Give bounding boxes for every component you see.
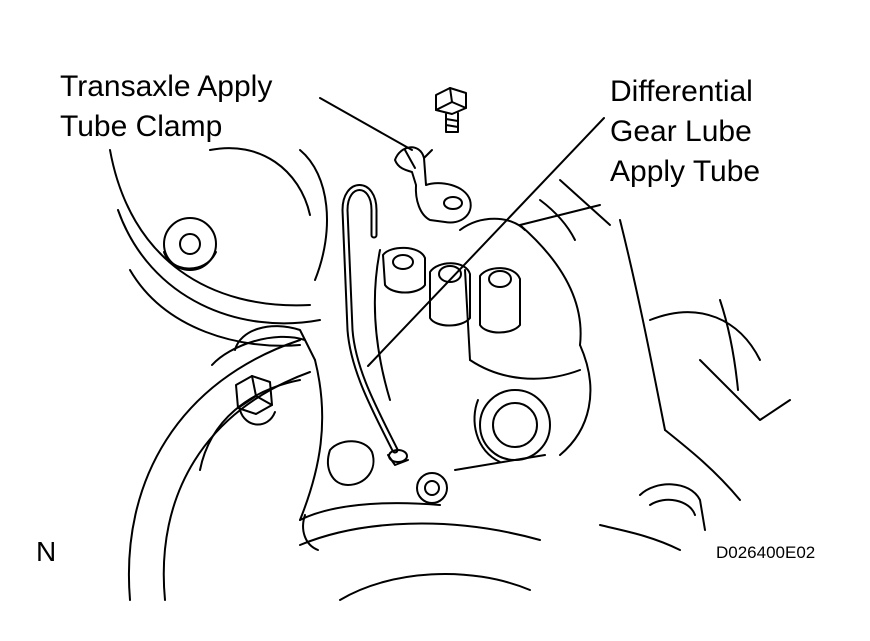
lower-left-flange-arcs [128,325,316,601]
tube-leader-line [367,117,605,367]
upper-left-boss [163,217,217,271]
clamp-callout-label: Transaxle Apply Tube Clamp [60,67,272,147]
tube-label-line-3: Apply Tube [610,155,761,188]
left-bolt [235,375,276,426]
tube-clamp [394,146,472,224]
clamp-bolt [435,87,467,133]
apply-tube [341,184,409,466]
housing-bosses [382,246,521,334]
direction-label: N [36,536,57,567]
clamp-leader-line [319,97,413,151]
tube-label-line-1: Differential [610,75,753,108]
clamp-label-line-2: Tube Clamp [60,110,223,143]
tube-callout-label: Differential Gear Lube Apply Tube [610,72,760,192]
upper-left-housing-arcs [109,147,328,347]
bottom-area [299,440,541,601]
figure-code: D026400E02 [716,543,816,562]
right-port [473,389,551,463]
right-body-lines [599,219,791,551]
clamp-label-line-1: Transaxle Apply [60,70,273,103]
tube-label-line-2: Gear Lube [610,115,752,148]
